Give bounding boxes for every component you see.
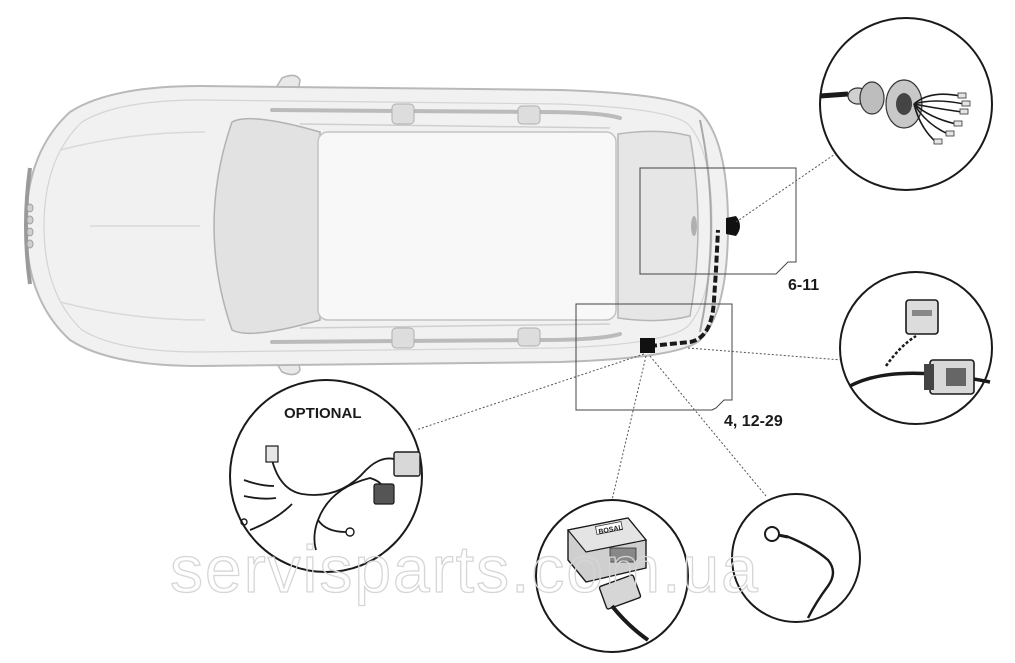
wiring-harness [640, 216, 740, 353]
side-windows [299, 123, 611, 329]
detail-circle-ground [731, 493, 861, 623]
rear-wiper [691, 216, 697, 236]
ground-ring-terminal [764, 526, 780, 542]
rear-window [617, 130, 699, 322]
rear-detail-label: 6-11 [788, 277, 819, 294]
roof [317, 131, 617, 321]
roof-rail-feet [391, 103, 541, 349]
tailgate-edge [699, 119, 712, 333]
detail-circle-socket [819, 17, 993, 191]
windshield [213, 117, 321, 335]
car-body-inner [43, 99, 713, 353]
detail-circle-optional: OPTIONAL [229, 379, 423, 573]
front-grille [24, 167, 32, 285]
callout-lines [415, 151, 843, 501]
front-lights [26, 203, 34, 249]
towbar-socket [726, 216, 740, 236]
side-detail-frame [575, 303, 733, 411]
control-module [640, 338, 655, 353]
hood-lines [59, 131, 206, 321]
optional-label: OPTIONAL [284, 405, 362, 422]
car-top-view [24, 74, 730, 376]
watermark: servisparts.com.ua [170, 532, 760, 606]
detail-circle-connectors [839, 271, 993, 425]
detail-frames [575, 167, 797, 411]
detail-circle-module: BOSAL [535, 499, 689, 653]
rear-detail-frame [639, 167, 797, 275]
side-detail-label: 4, 12-29 [724, 413, 783, 430]
harness-cable [649, 229, 720, 348]
module-brand-label: BOSAL [598, 524, 624, 536]
